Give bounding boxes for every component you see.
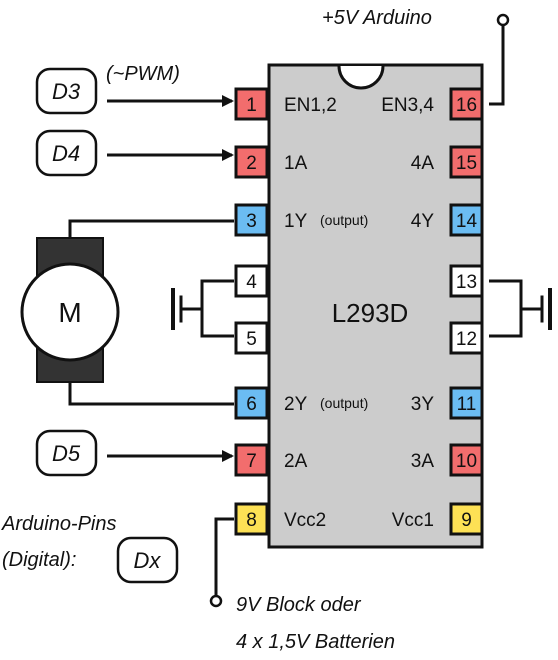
pin-box bbox=[234, 203, 269, 237]
pin-9: 9 Vcc1 bbox=[392, 502, 484, 536]
terminal-circle-icon bbox=[496, 13, 510, 27]
arduino-pin-d4-box bbox=[35, 129, 98, 177]
chip-body bbox=[267, 63, 484, 549]
pins-group: 1 EN1,2 2 1A 3 1Y (output) 4 5 6 2Y (output) 7 2A 8 Vcc… bbox=[234, 87, 484, 536]
pin-number: 13 bbox=[456, 272, 477, 293]
pin-number: 14 bbox=[456, 211, 478, 232]
pin-number: 2 bbox=[246, 153, 257, 174]
pin-box bbox=[449, 264, 484, 298]
motor-wire-bottom bbox=[68, 381, 234, 406]
pin-1: 1 EN1,2 bbox=[234, 87, 337, 121]
pin-2: 2 1A bbox=[234, 145, 308, 179]
pin-box bbox=[234, 87, 269, 121]
arduino-pin-d3: D3 bbox=[52, 79, 81, 104]
arduino-d5-signal: D5 bbox=[35, 429, 234, 477]
pin-box bbox=[234, 264, 269, 298]
pin-box bbox=[234, 443, 269, 477]
pin-label: EN3,4 bbox=[381, 95, 434, 116]
ground-symbol-icon bbox=[171, 288, 183, 330]
pin-number: 16 bbox=[456, 95, 477, 116]
pin-note: (output) bbox=[320, 395, 368, 411]
motor-label: M bbox=[58, 297, 81, 328]
pin-16: 16 EN3,4 bbox=[381, 87, 484, 121]
legend-line2: (Digital): bbox=[2, 549, 76, 571]
pin-number: 9 bbox=[461, 510, 472, 531]
terminal-circle-icon bbox=[209, 594, 223, 608]
vcc2-label-line1: 9V Block oder bbox=[236, 594, 362, 616]
pin-label: Vcc2 bbox=[284, 510, 326, 531]
left-ground-wiring bbox=[181, 279, 234, 338]
pin-label: EN1,2 bbox=[284, 95, 337, 116]
pin-label: 4A bbox=[411, 153, 435, 174]
pin-number: 3 bbox=[246, 211, 257, 232]
pin-box bbox=[449, 87, 484, 121]
vcc1-wire bbox=[489, 23, 505, 106]
pin-label: 2Y bbox=[284, 394, 308, 415]
motor-wire-top bbox=[68, 219, 234, 242]
pin-number: 6 bbox=[246, 394, 257, 415]
arduino-d3-signal: D3 (~PWM) bbox=[35, 63, 234, 115]
pin-number: 4 bbox=[246, 272, 257, 293]
pin-number: 10 bbox=[456, 451, 477, 472]
pin-box bbox=[449, 386, 484, 420]
arduino-pin-d3-box bbox=[35, 67, 98, 115]
pin-number: 1 bbox=[246, 95, 257, 116]
pin-10: 10 3A bbox=[411, 443, 484, 477]
pin-13: 13 bbox=[449, 264, 484, 298]
pin-15: 15 4A bbox=[411, 145, 484, 179]
pin-label: 3Y bbox=[411, 394, 435, 415]
pin-number: 12 bbox=[456, 329, 477, 350]
pin-box bbox=[449, 502, 484, 536]
pin-box bbox=[234, 321, 269, 355]
chip-notch bbox=[337, 65, 385, 90]
arduino-pin-d5: D5 bbox=[52, 441, 81, 466]
pin-number: 11 bbox=[457, 394, 477, 415]
pin-6: 6 2Y (output) bbox=[234, 386, 368, 420]
pin-note: (output) bbox=[320, 212, 368, 228]
arduino-d4-signal: D4 bbox=[35, 129, 234, 177]
legend-pin-dx: Dx bbox=[134, 548, 162, 573]
pin-number: 7 bbox=[246, 451, 257, 472]
pin-11: 11 3Y bbox=[411, 386, 484, 420]
pin-box bbox=[449, 203, 484, 237]
pin-box bbox=[234, 386, 269, 420]
motor: M bbox=[20, 237, 120, 383]
vcc1-label: +5V Arduino bbox=[322, 7, 432, 29]
pin-box bbox=[449, 443, 484, 477]
pin-number: 15 bbox=[456, 153, 477, 174]
pin-7: 7 2A bbox=[234, 443, 308, 477]
pin-4: 4 bbox=[234, 264, 269, 298]
pin-number: 8 bbox=[246, 510, 257, 531]
pin-box bbox=[234, 502, 269, 536]
pin-5: 5 bbox=[234, 321, 269, 355]
pin-box bbox=[449, 145, 484, 179]
pin-8: 8 Vcc2 bbox=[234, 502, 326, 536]
pin-label: 1Y bbox=[284, 211, 308, 232]
pin-label: 2A bbox=[284, 451, 308, 472]
pin-number: 5 bbox=[246, 329, 257, 350]
pin-label: Vcc1 bbox=[392, 510, 434, 531]
pin-label: 3A bbox=[411, 451, 435, 472]
pin-3: 3 1Y (output) bbox=[234, 203, 368, 237]
ground-symbol-icon bbox=[540, 288, 552, 330]
arduino-pin-d5-box bbox=[35, 429, 98, 477]
vcc2-label-line2: 4 x 1,5V Batterien bbox=[236, 631, 395, 653]
pin-label: 4Y bbox=[411, 211, 435, 232]
pin-12: 12 bbox=[449, 321, 484, 355]
vcc2-wire bbox=[214, 517, 234, 597]
pin-box bbox=[449, 321, 484, 355]
pin-box bbox=[234, 145, 269, 179]
legend-pin-box bbox=[116, 536, 179, 584]
chip-title: L293D bbox=[332, 298, 409, 328]
legend-line1: Arduino-Pins bbox=[1, 513, 117, 535]
motor-rotor bbox=[20, 262, 120, 362]
right-ground-wiring bbox=[489, 279, 542, 338]
arduino-pin-d4: D4 bbox=[52, 141, 80, 166]
pin-14: 14 4Y bbox=[411, 203, 484, 237]
pwm-note: (~PWM) bbox=[106, 63, 180, 85]
pin-label: 1A bbox=[284, 153, 308, 174]
